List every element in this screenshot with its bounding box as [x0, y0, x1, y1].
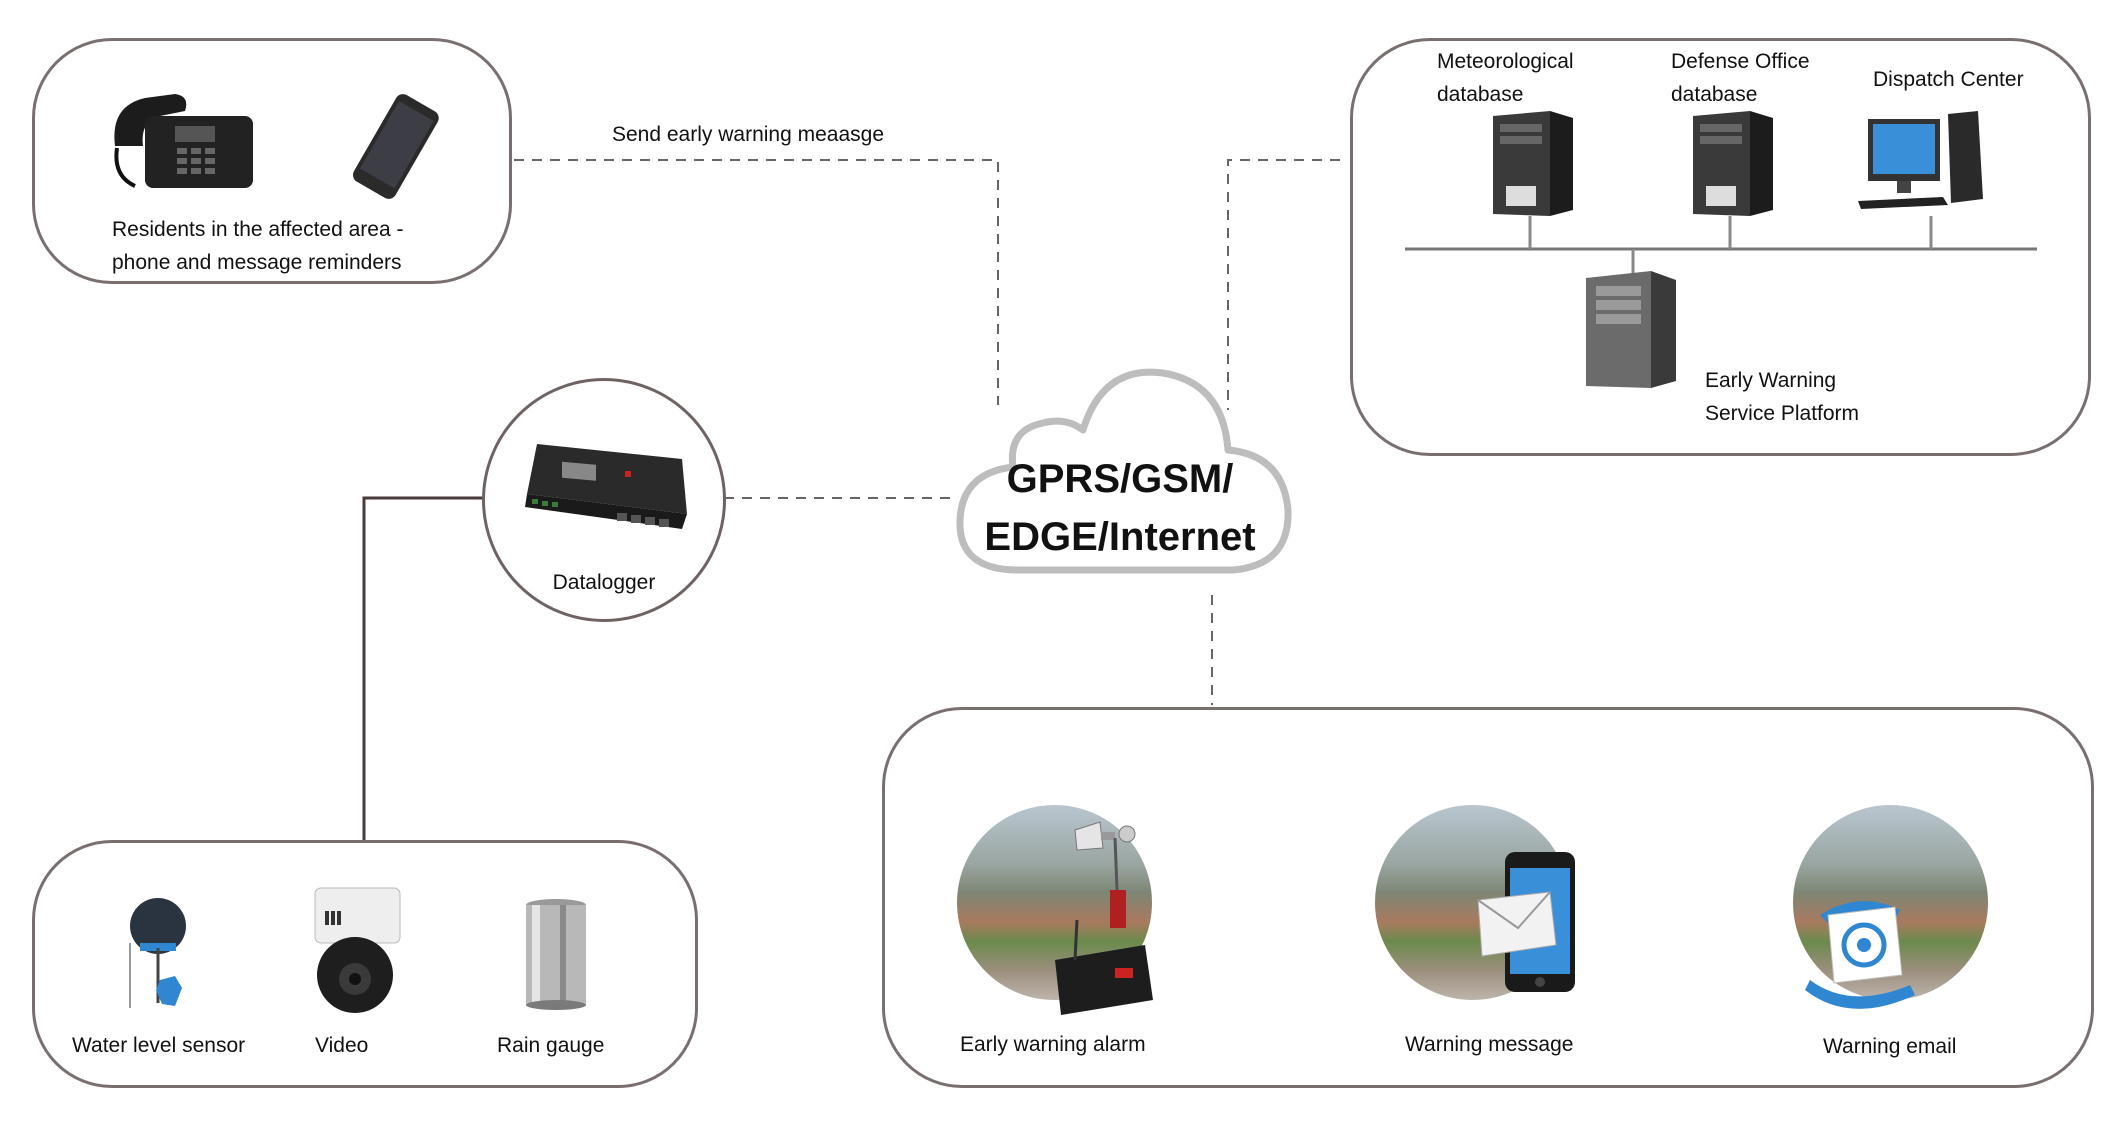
dispatch-computer-icon — [1858, 111, 1983, 209]
video-label: Video — [315, 1034, 369, 1057]
datalogger-label: Datalogger — [552, 571, 656, 594]
sensors-box: Water level sensor Video Rain gauge — [32, 840, 698, 1088]
platform-server-icon — [1586, 271, 1676, 388]
residents-label-line2: phone and message reminders — [112, 251, 402, 274]
platform-box: Meteorological database Defense Office d… — [1350, 38, 2091, 456]
met-db-server-icon — [1493, 111, 1573, 216]
cloud-label-line1: GPRS/GSM/ — [1006, 457, 1234, 501]
envelope-icon — [1477, 891, 1557, 957]
water-level-sensor-icon — [129, 898, 186, 1008]
mobile-phone-icon — [353, 94, 439, 199]
platform-bus — [1405, 216, 2037, 273]
email-label: Warning email — [1823, 1035, 1957, 1058]
alarm-label: Early warning alarm — [960, 1033, 1146, 1056]
rain-gauge-label: Rain gauge — [497, 1034, 605, 1057]
water-level-label: Water level sensor — [72, 1034, 246, 1057]
desk-phone-icon — [114, 94, 253, 188]
message-label: Warning message — [1405, 1033, 1574, 1056]
datalogger-node: Datalogger — [482, 378, 726, 622]
outputs-box: Early warning alarm Warning message Warn… — [882, 707, 2094, 1088]
send-message-label: Send early warning meaasge — [612, 123, 884, 146]
network-cloud-icon — [956, 368, 1292, 574]
platform-label-line2: Service Platform — [1705, 402, 1860, 425]
defense-db-label-line2: database — [1671, 83, 1758, 106]
defense-db-server-icon — [1693, 111, 1773, 216]
cloud-label: GPRS/GSM/ EDGE/Internet — [955, 450, 1285, 566]
datalogger-to-sensors-link — [362, 496, 483, 840]
met-db-label-line1: Meteorological — [1437, 50, 1574, 73]
cloud-label-line2: EDGE/Internet — [984, 515, 1256, 559]
datalogger-icon — [525, 444, 687, 529]
residents-box: Residents in the affected area - phone a… — [32, 38, 512, 284]
platform-to-cloud-link — [1227, 159, 1340, 410]
residents-label-line1: Residents in the affected area - — [112, 218, 404, 241]
video-camera-icon — [314, 887, 401, 1013]
dispatch-label: Dispatch Center — [1873, 68, 2024, 91]
rain-gauge-icon — [526, 899, 586, 1010]
residents-to-cloud-link — [514, 159, 999, 405]
met-db-label-line2: database — [1437, 83, 1524, 106]
early-warning-alarm-icon — [1055, 821, 1153, 1015]
platform-label-line1: Early Warning — [1705, 369, 1837, 392]
warning-email-icon — [1805, 901, 1915, 1009]
defense-db-label-line1: Defense Office — [1671, 50, 1810, 73]
